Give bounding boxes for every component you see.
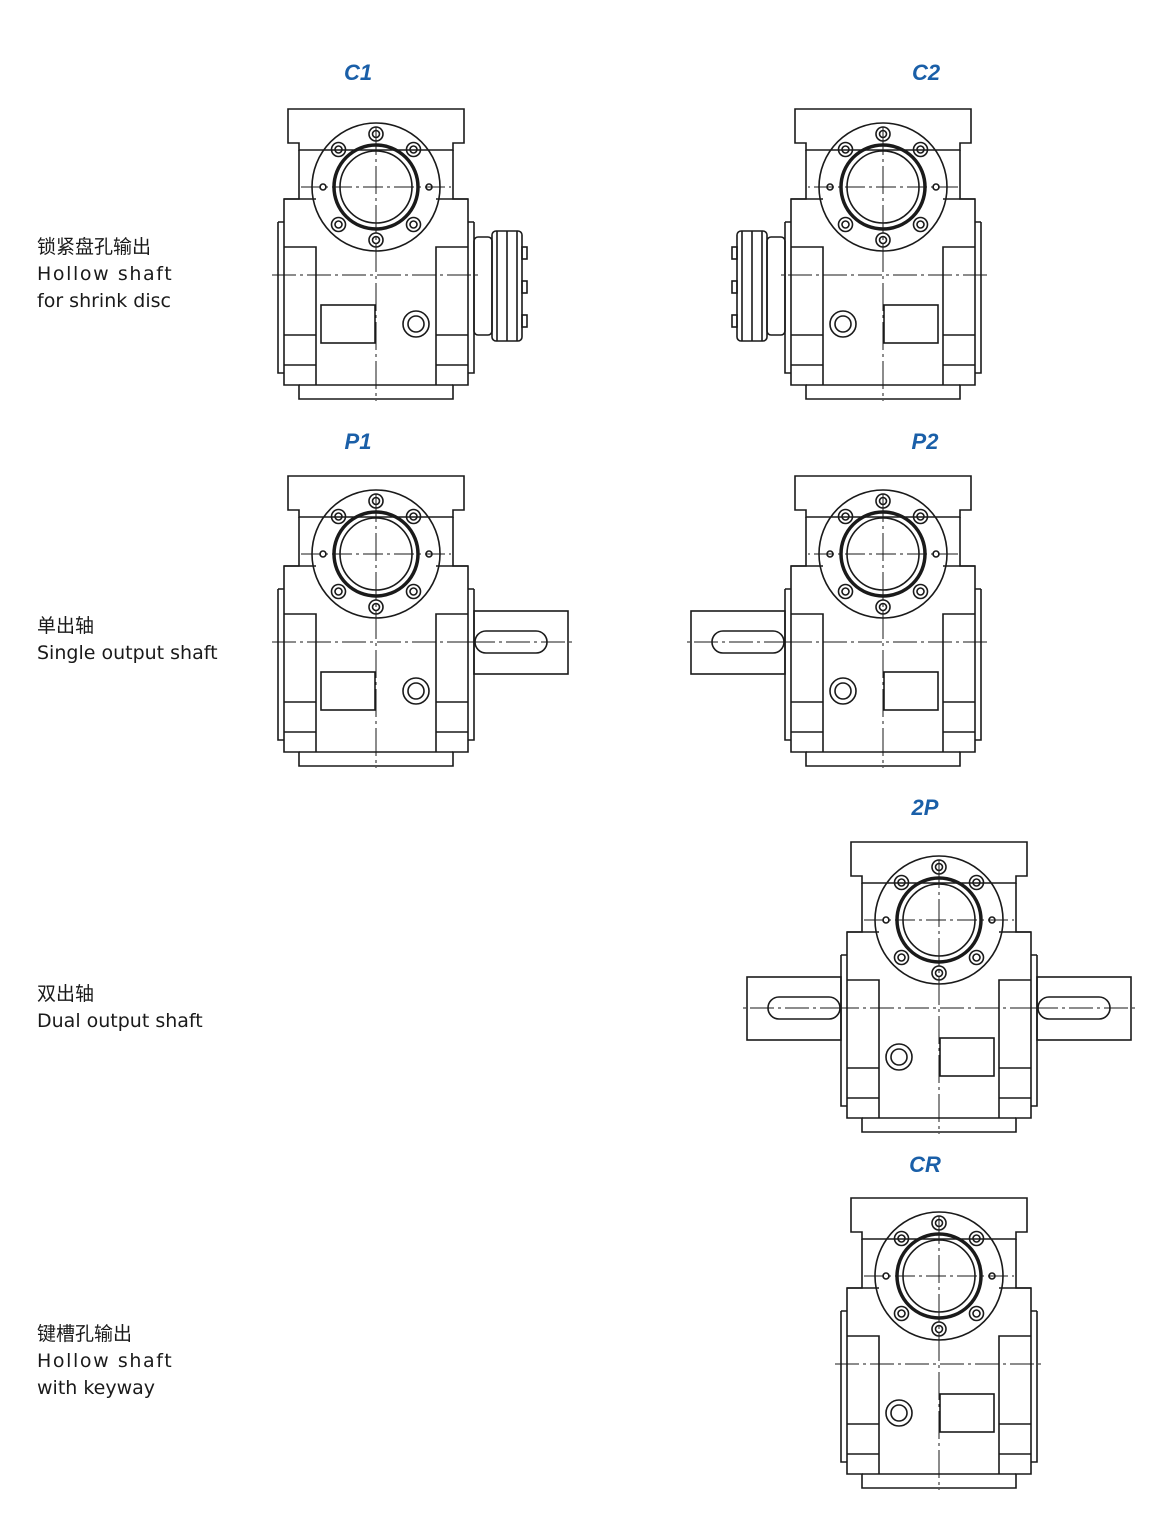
gearbox-drawing-p2 <box>682 474 989 770</box>
row-label-zh: 键槽孔输出 <box>37 1323 133 1345</box>
row-label-en-line1: Single output shaft <box>37 642 218 664</box>
row-label-en-line1: Dual output shaft <box>37 1010 203 1032</box>
row-label-single: 单出轴 Single output shaft <box>37 613 218 667</box>
gearbox-drawing-c1 <box>270 107 528 403</box>
gearbox-drawing-c2 <box>731 107 989 403</box>
row-label-keyway: 键槽孔输出 Hollow shaft with keyway <box>37 1321 173 1402</box>
row-label-en-line2: for shrink disc <box>37 290 171 312</box>
row-label-zh: 双出轴 <box>37 983 95 1005</box>
variant-label-c1: C1 <box>343 60 373 85</box>
variant-label-2p: 2P <box>911 795 939 820</box>
row-label-zh: 锁紧盘孔输出 <box>37 236 152 258</box>
gearbox-drawing-2p <box>738 840 1140 1136</box>
row-label-shrink-disc: 锁紧盘孔输出 Hollow shaft for shrink disc <box>37 234 173 315</box>
row-label-en-line2: with keyway <box>37 1377 156 1399</box>
gearbox-drawing-p1 <box>270 474 577 770</box>
variant-label-p2: P2 <box>911 429 939 454</box>
row-label-zh: 单出轴 <box>37 615 95 637</box>
row-label-dual: 双出轴 Dual output shaft <box>37 981 203 1035</box>
gearbox-drawing-cr <box>833 1196 1045 1492</box>
variant-label-c2: C2 <box>911 60 941 85</box>
row-label-en-line1: Hollow shaft <box>37 263 174 285</box>
variant-label-p1: P1 <box>344 429 372 454</box>
row-label-en-line1: Hollow shaft <box>37 1350 174 1372</box>
variant-label-cr: CR <box>909 1152 941 1177</box>
